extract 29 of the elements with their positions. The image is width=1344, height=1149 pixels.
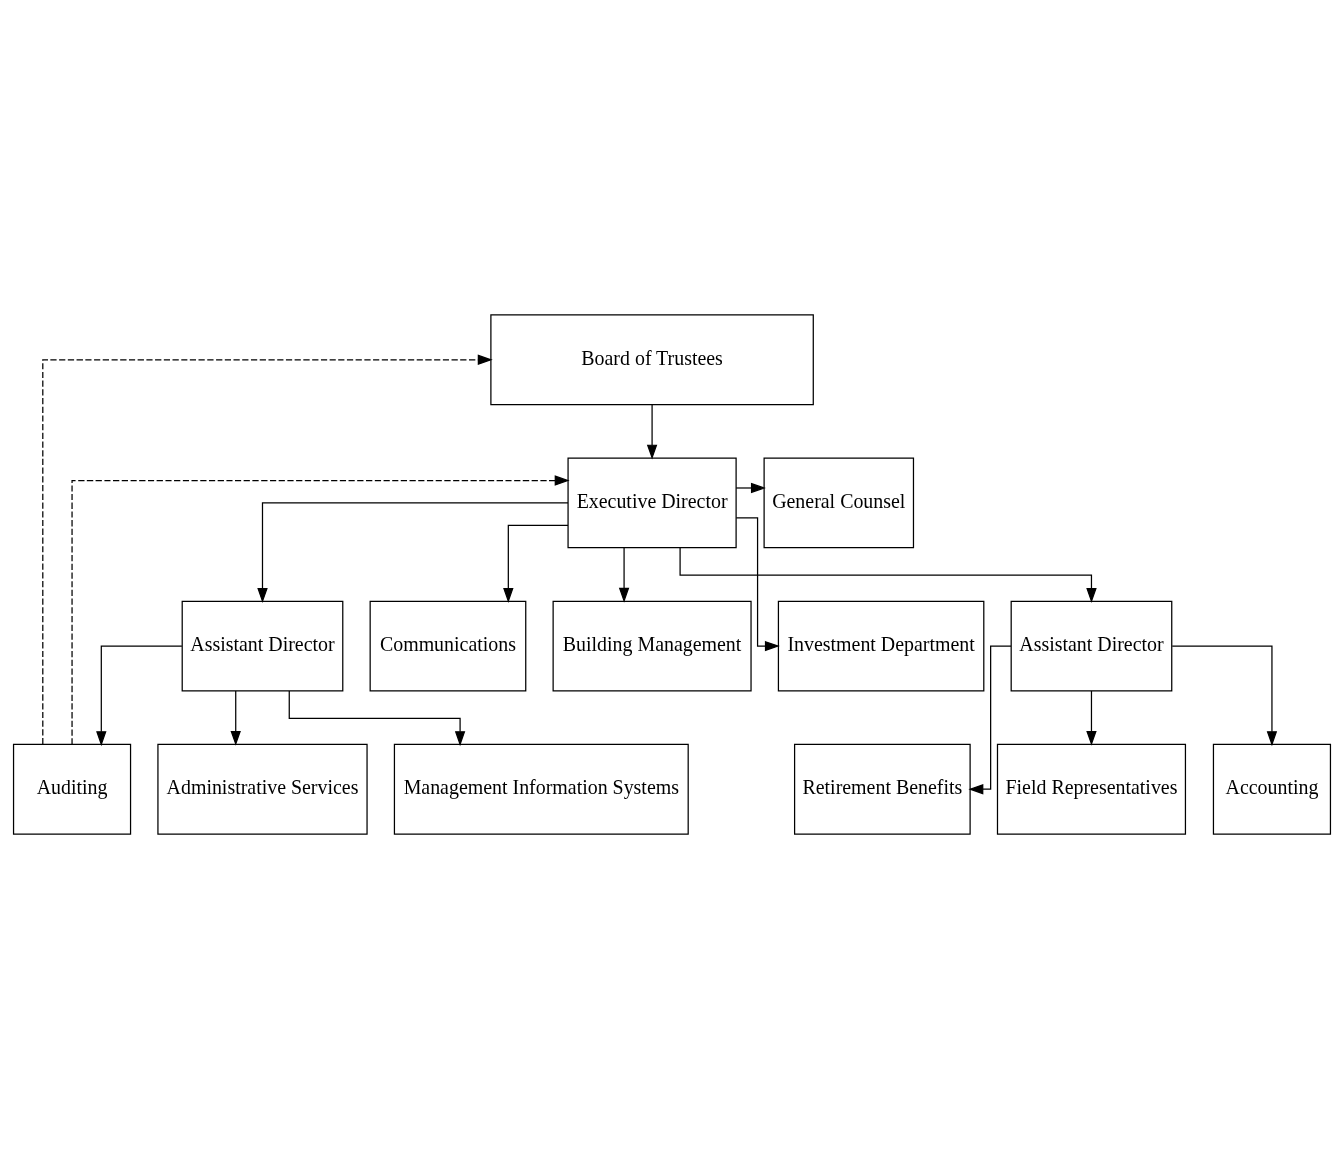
- node-box: Assistant Director: [1010, 600, 1173, 692]
- node-box: Management Information Systems: [393, 743, 689, 835]
- arrow: [503, 524, 569, 603]
- arrow: [288, 690, 466, 747]
- arrow: [257, 502, 569, 604]
- arrow: [230, 690, 241, 746]
- arrow: [735, 517, 780, 652]
- node-box: Retirement Benefits: [794, 743, 971, 835]
- node-box: Board of Trustees: [490, 314, 814, 406]
- node-box: Assistant Director: [181, 600, 344, 692]
- arrow: [618, 547, 630, 603]
- node-box: Administrative Services: [157, 743, 368, 835]
- node-box: Field Representatives: [996, 743, 1187, 835]
- arrow: [71, 475, 570, 745]
- node-box: Communications: [369, 600, 527, 692]
- arrow: [1086, 690, 1097, 746]
- arrow: [42, 354, 493, 745]
- node-box: Executive Director: [567, 457, 737, 549]
- arrow: [679, 547, 1097, 603]
- node-box: Investment Department: [777, 600, 985, 692]
- arrow: [735, 482, 766, 494]
- arrow: [96, 645, 183, 747]
- arrow: [968, 645, 1012, 795]
- node-box: Accounting: [1212, 743, 1332, 835]
- arrow: [1171, 645, 1278, 747]
- node-box: Building Management: [552, 600, 752, 692]
- node-box: General Counsel: [763, 457, 915, 549]
- arrow: [646, 404, 658, 460]
- node-box: Auditing: [12, 743, 132, 835]
